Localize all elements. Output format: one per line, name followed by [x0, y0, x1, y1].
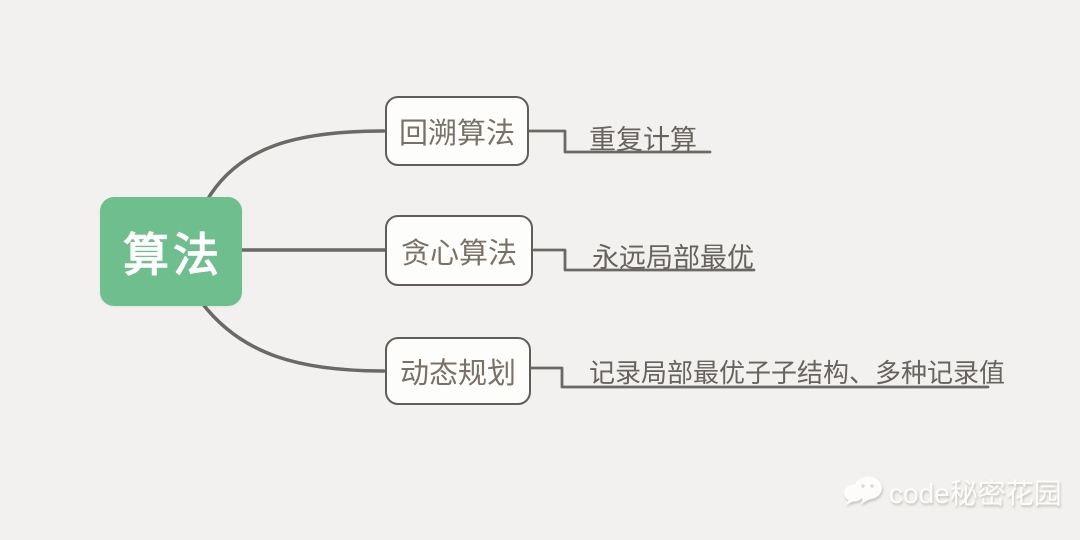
node-dynamic-programming[interactable]: 动态规划: [385, 337, 531, 405]
watermark-text: code秘密花园: [889, 478, 1062, 509]
node-greedy[interactable]: 贪心算法: [385, 215, 533, 286]
edge-root-to-backtracking: [204, 129, 386, 204]
edge-root-to-dp: [200, 301, 386, 373]
leaf-backtracking-note[interactable]: 重复计算: [589, 125, 697, 155]
node-backtracking[interactable]: 回溯算法: [385, 96, 529, 166]
watermark: code秘密花园: [843, 472, 1062, 512]
leaf-dp-note[interactable]: 记录局部最优子子结构、多种记录值: [589, 358, 1006, 388]
root-node-algorithm[interactable]: 算法: [100, 197, 242, 306]
wechat-icon: [843, 474, 883, 510]
leaf-greedy-note[interactable]: 永远局部最优: [592, 243, 754, 273]
